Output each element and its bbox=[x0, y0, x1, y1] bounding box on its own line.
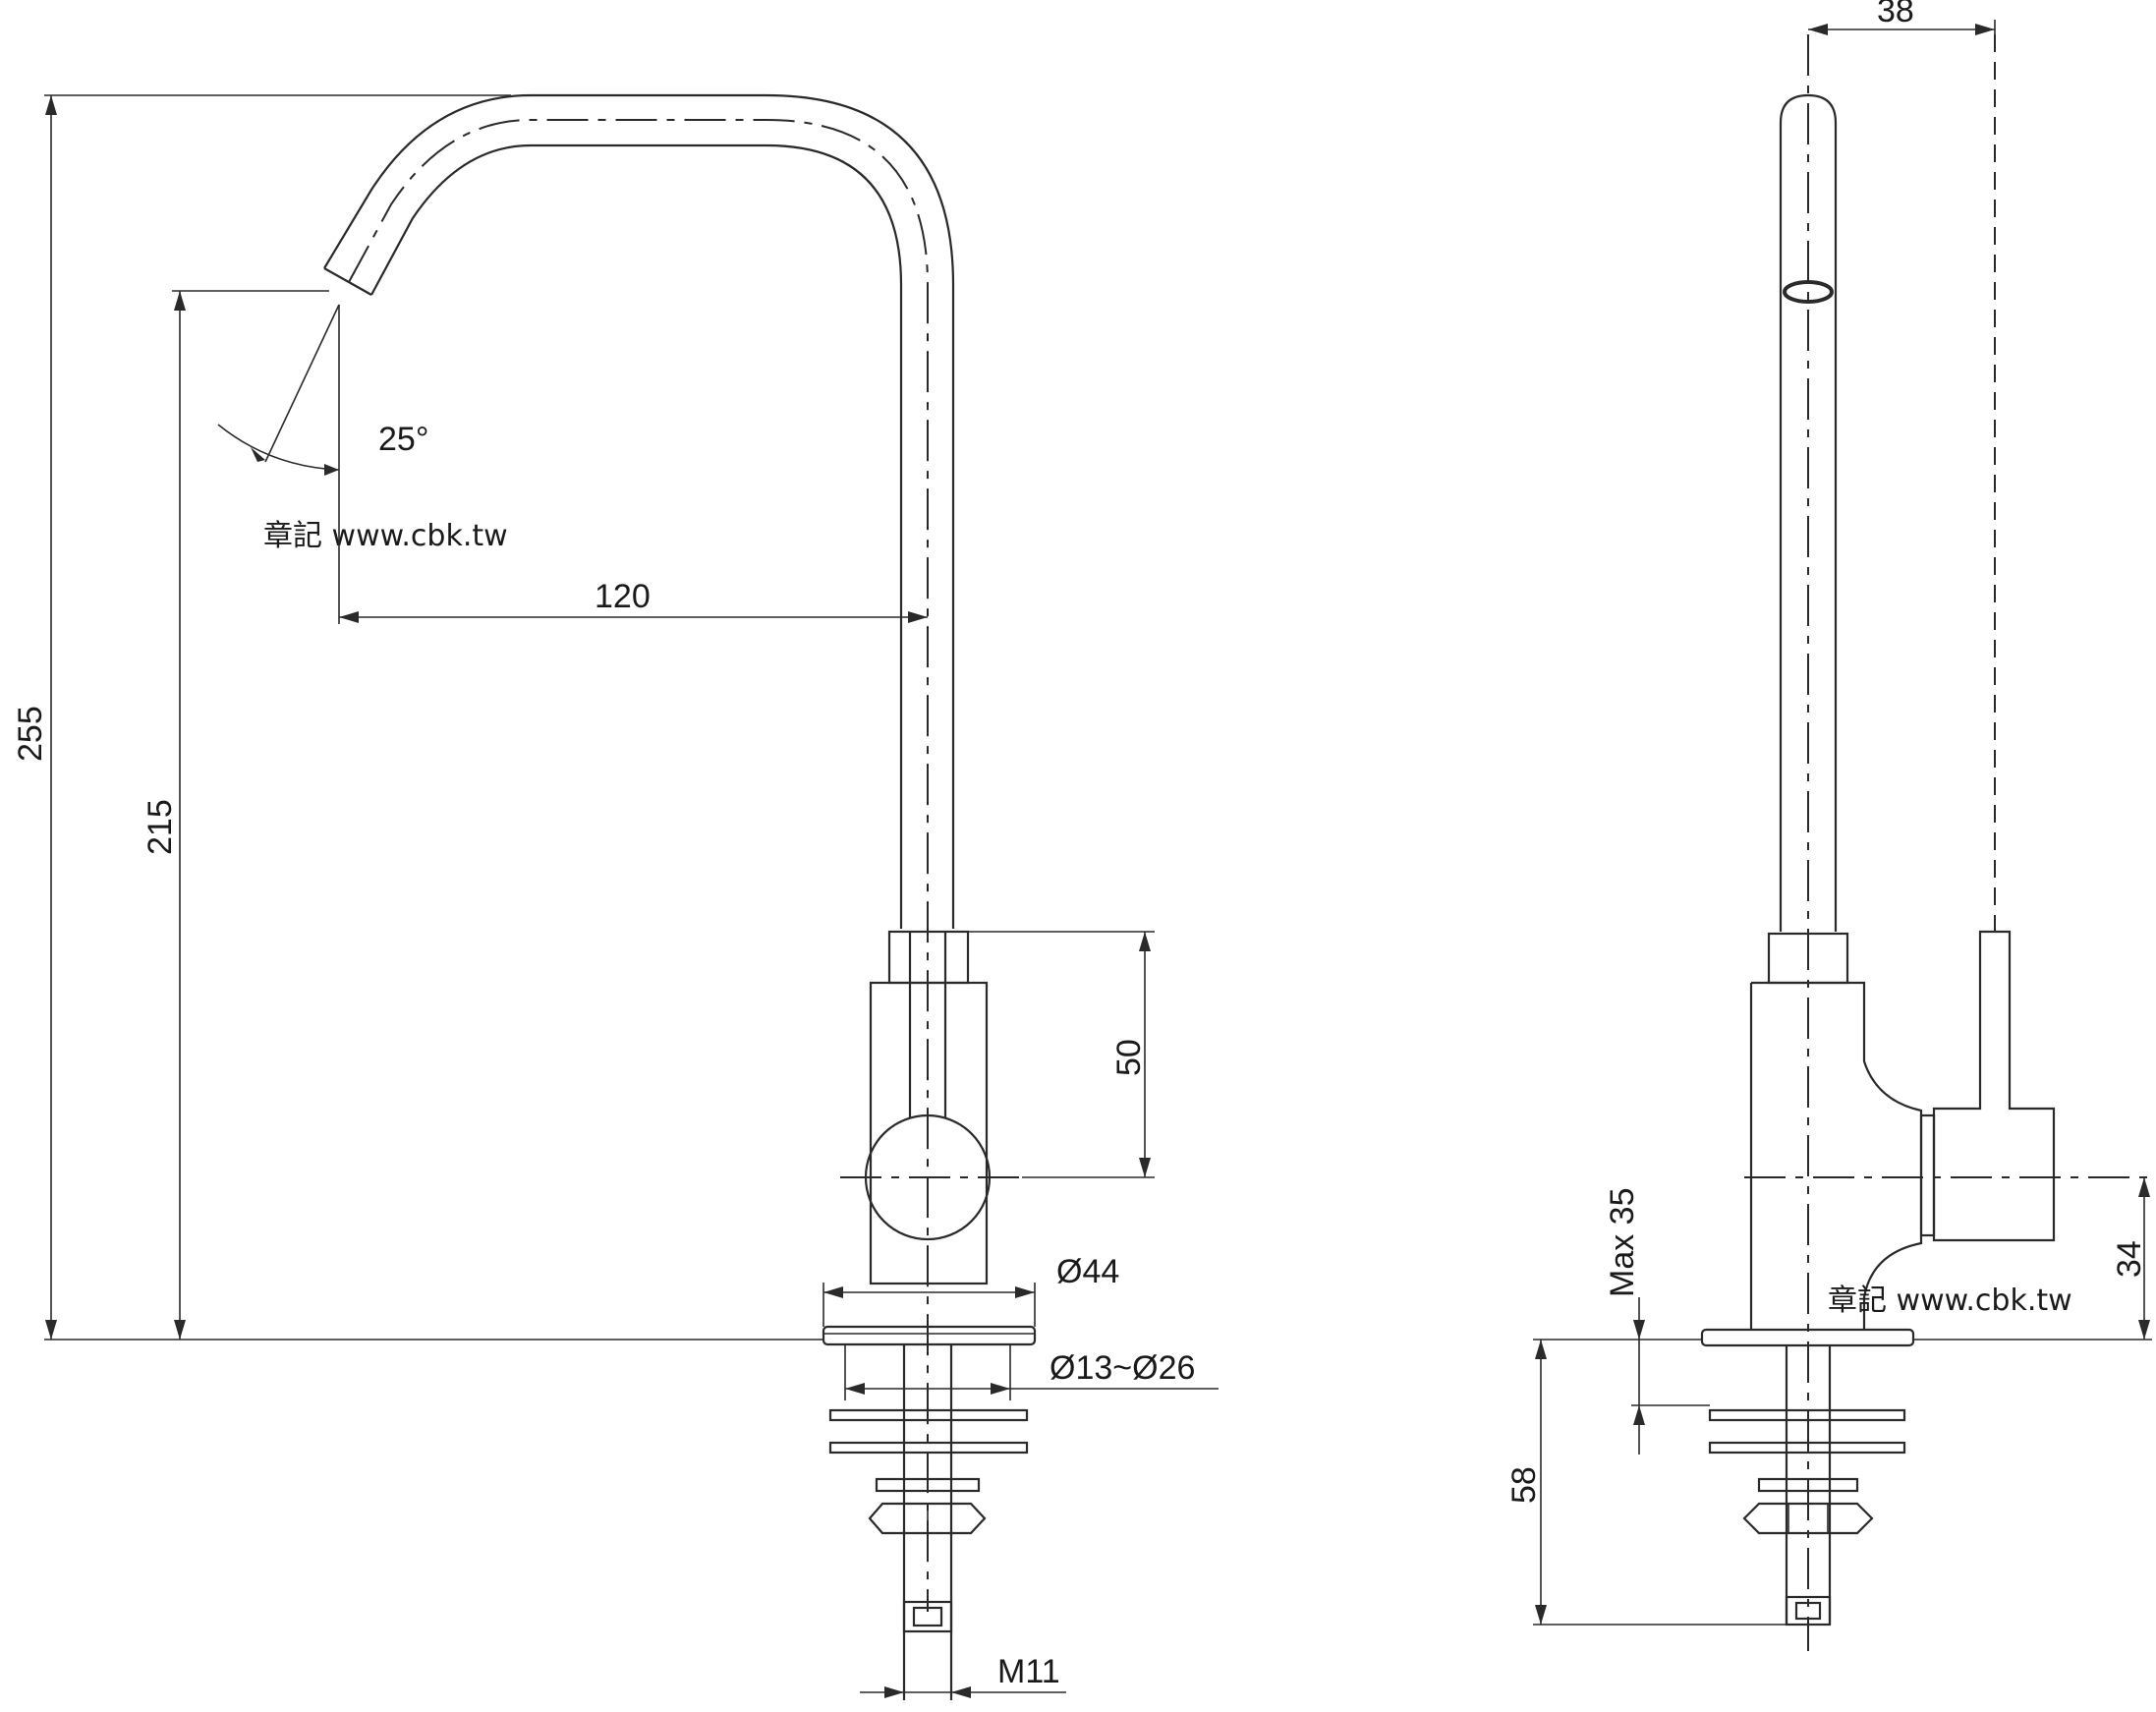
side-washer-2 bbox=[1708, 1441, 1906, 1455]
nut-washer bbox=[875, 1477, 981, 1493]
side-spout bbox=[1779, 93, 1838, 932]
spout-outer bbox=[323, 93, 955, 929]
angle-label: 25° bbox=[378, 421, 428, 458]
handle-lever bbox=[908, 932, 947, 1118]
side-body bbox=[1749, 981, 1923, 1330]
hole-diameter-label: Ø13~Ø26 bbox=[1050, 1349, 1195, 1387]
front-view: 25° 章記 www.cbk.tw 120 255 215 50 bbox=[12, 93, 1219, 1700]
max-deck-label: Max 35 bbox=[1604, 1188, 1641, 1298]
washer-2 bbox=[828, 1441, 1029, 1455]
spout-inner bbox=[370, 143, 903, 929]
shank-length-label: 58 bbox=[1505, 1466, 1543, 1504]
watermark-front: 章記 www.cbk.tw bbox=[263, 519, 508, 553]
handle-height-label: 50 bbox=[1110, 1039, 1148, 1076]
handle-center-label: 34 bbox=[2111, 1240, 2148, 1278]
side-hex-nut bbox=[1742, 1502, 1874, 1535]
angle-arc bbox=[217, 424, 340, 471]
total-height-label: 255 bbox=[12, 706, 49, 762]
side-base-plate bbox=[1700, 1328, 1915, 1347]
side-width-label: 38 bbox=[1877, 0, 1914, 29]
thread-label: M11 bbox=[997, 1653, 1060, 1690]
faucet-body bbox=[869, 981, 989, 1285]
side-view: 38 Max 35 58 34 章記 www.cbk.tw bbox=[1505, 0, 2152, 1651]
washer-1 bbox=[828, 1408, 1029, 1422]
watermark-side: 章記 www.cbk.tw bbox=[1828, 1284, 2072, 1318]
hex-nut bbox=[868, 1502, 987, 1535]
base-plate bbox=[822, 1325, 1037, 1346]
side-washer-1 bbox=[1708, 1408, 1906, 1422]
base-diameter-label: Ø44 bbox=[1056, 1253, 1119, 1290]
side-handle bbox=[1932, 930, 2056, 1242]
reach-label: 120 bbox=[595, 578, 651, 615]
spout-height-label: 215 bbox=[142, 799, 179, 855]
spout-centerline bbox=[348, 119, 929, 1612]
